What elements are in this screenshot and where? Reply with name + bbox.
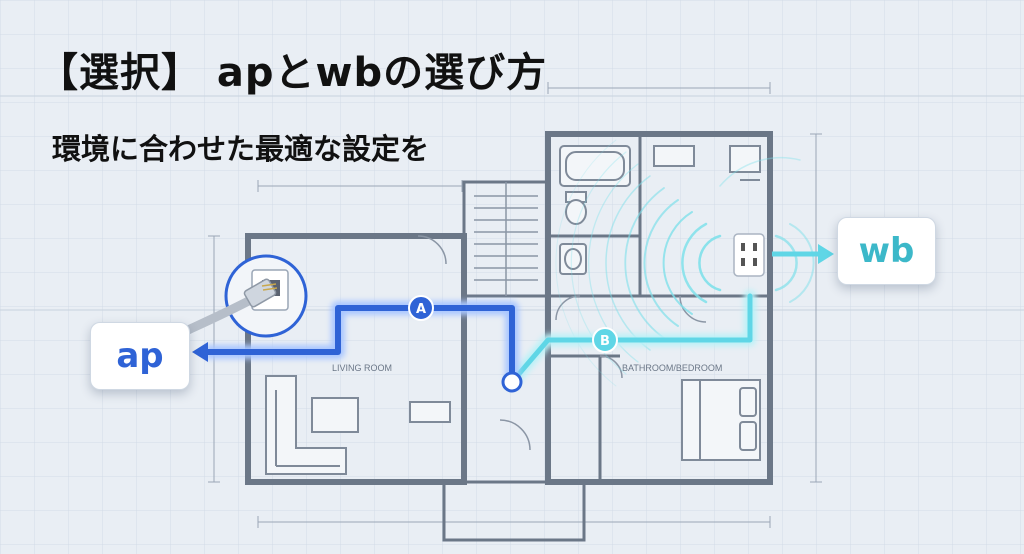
sofa	[265, 375, 451, 475]
page-subtitle: 環境に合わせた最適な設定を	[52, 132, 430, 166]
washroom-fixtures	[653, 145, 761, 181]
ap-option-label: ap	[116, 336, 164, 376]
sink	[559, 243, 587, 275]
page-title: 【選択】 apとwbの選び方	[38, 50, 548, 96]
route-a-path	[192, 301, 519, 382]
route-a-badge: A	[408, 295, 434, 321]
wb-arrow	[772, 244, 834, 264]
ap-option-card[interactable]: ap	[90, 322, 190, 390]
wb-option-label: wb	[858, 231, 915, 271]
toilet	[565, 191, 587, 225]
wb-option-card[interactable]: wb	[837, 217, 936, 285]
ethernet-port-callout	[183, 254, 308, 338]
junction-node	[501, 371, 523, 393]
ap-arrow-head	[192, 342, 208, 362]
stairs	[474, 182, 538, 296]
bathtub	[559, 145, 631, 187]
route-b-label: B	[600, 334, 610, 349]
route-b-badge: B	[592, 327, 618, 353]
bed	[681, 379, 761, 461]
room-label-bathroom: BATHROOM/BEDROOM	[622, 363, 722, 373]
doors	[417, 235, 707, 451]
route-b-path	[506, 290, 756, 388]
wall-outlet	[733, 233, 765, 277]
wifi-signal-waves	[555, 139, 815, 387]
room-label-living: LIVING ROOM	[332, 363, 392, 373]
route-a-label: A	[416, 302, 426, 317]
